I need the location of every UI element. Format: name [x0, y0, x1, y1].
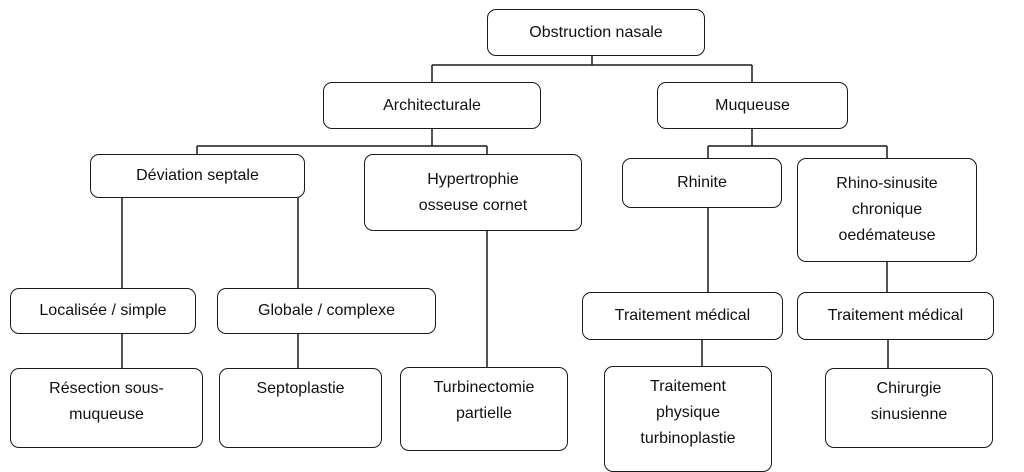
- node-traitement-medical: Traitement médical: [582, 292, 783, 340]
- node-septoplastie: Septoplastie: [219, 368, 382, 448]
- node-rhinite: Rhinite: [622, 158, 782, 208]
- node-turbinectomie-partielle: Turbinectomie partielle: [400, 367, 568, 451]
- node-resection-sous-muqueuse: Résection sous- muqueuse: [10, 368, 203, 448]
- node-architecturale: Architecturale: [323, 82, 541, 129]
- node-chirurgie-sinusienne: Chirurgie sinusienne: [825, 368, 993, 448]
- node-globale-complexe: Globale / complexe: [217, 288, 436, 334]
- node-traitement-medical: Traitement médical: [797, 292, 994, 340]
- node-deviation-septale: Déviation septale: [90, 154, 305, 198]
- node-traitement-physique-turbinoplastie: Traitement physique turbinoplastie: [604, 366, 772, 472]
- node-muqueuse: Muqueuse: [657, 82, 848, 129]
- node-rhino-sinusite: Rhino-sinusite chronique oedémateuse: [797, 158, 977, 262]
- node-hypertrophie-osseuse-cornet: Hypertrophie osseuse cornet: [364, 154, 582, 231]
- node-obstruction-nasale: Obstruction nasale: [487, 9, 705, 56]
- node-localisee-simple: Localisée / simple: [10, 288, 196, 334]
